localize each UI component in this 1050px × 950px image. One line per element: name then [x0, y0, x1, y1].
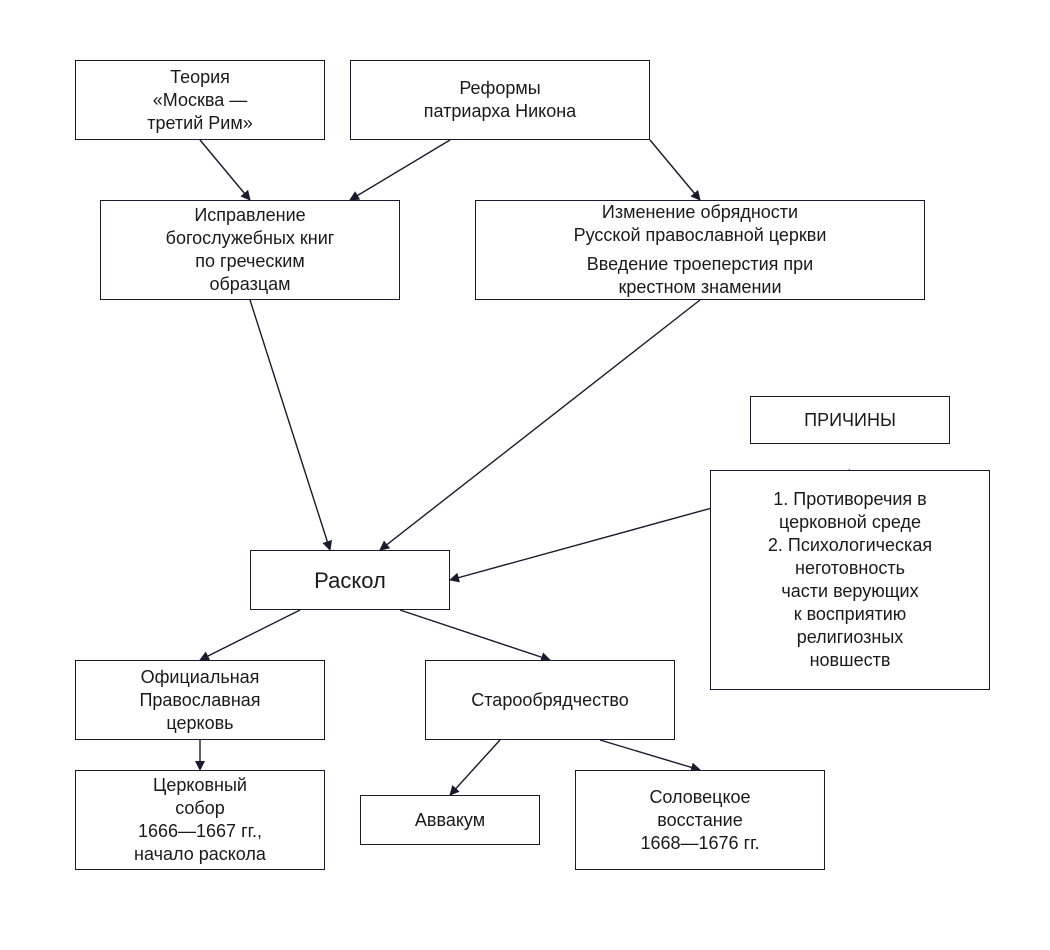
node-text-line: начало раскола — [134, 844, 266, 864]
node-text-line: «Москва — — [152, 89, 248, 110]
node-text-line: богослужебных книг — [165, 228, 335, 248]
node-text-line: Раскол — [314, 567, 386, 593]
node-text-line: 1. Противоречия в — [773, 489, 927, 509]
arrow-schism-to-official — [199, 609, 301, 661]
node-text-line: Православная — [139, 689, 261, 710]
node-text-line: Исправление — [194, 205, 306, 225]
nikon-reforms-box: Реформы патриарха Никона — [350, 60, 650, 140]
arrow-rites-to-schism — [379, 299, 701, 551]
avvakum-box: Аввакум — [360, 795, 540, 845]
node-text-line: крестном знамении — [618, 277, 782, 297]
arrow-oldbelief-to-avvakum — [449, 739, 501, 796]
node-text-line: Изменение обрядности — [601, 202, 799, 222]
old-belief-box: Старообрядчество — [425, 660, 675, 740]
node-text-line: неготовность — [795, 558, 905, 578]
arrow-theory-to-books — [199, 139, 251, 201]
arrow-reforms-to-books — [349, 139, 451, 201]
node-text-line: Аввакум — [414, 809, 486, 830]
node-text-line: собор — [175, 798, 225, 818]
node-text-line: к восприятию — [793, 604, 907, 624]
node-text-line: Официальная — [140, 666, 260, 687]
arrow-oldbelief-to-solovki — [599, 739, 701, 773]
node-text-line: 1666—1667 гг., — [137, 821, 263, 841]
node-text-line: Введение троеперстия при — [586, 254, 814, 274]
node-text-line: по греческим — [195, 251, 305, 271]
node-text-line: Церковный — [153, 775, 247, 795]
node-text-line: Старообрядчество — [471, 689, 629, 710]
node-text-line: восстание — [657, 809, 743, 830]
church-council-box: Церковный собор 1666—1667 гг., начало раско… — [75, 770, 325, 870]
node-text-line: Реформы — [459, 78, 541, 98]
node-text-line: патриарха Никона — [423, 101, 577, 121]
node-text-line: третий Рим» — [147, 112, 253, 133]
node-text-line: Соловецкое — [649, 786, 751, 807]
book-correction-box: Исправление богослужебных книг по гречески… — [100, 200, 400, 300]
node-text-line: 2. Психологическая — [767, 535, 933, 555]
arrow-reforms-to-rites — [649, 139, 701, 201]
causes-list-box: 1. Противоречия в церковной среде 2. Психо… — [710, 470, 990, 690]
node-text-line: Русской православной церкви — [573, 225, 827, 245]
node-text-line: церковь — [166, 712, 234, 733]
arrow-books-to-schism — [249, 299, 333, 551]
node-text-line: 1668—1676 гг. — [640, 832, 760, 853]
node-text-line: ПРИЧИНЫ — [804, 409, 896, 430]
arrow-schism-to-oldbelief — [399, 609, 551, 662]
node-text-line: образцам — [209, 274, 291, 294]
node-text-line: религиозных — [796, 627, 904, 647]
node-text-line: церковной среде — [779, 512, 921, 532]
theory-box: Теория«Москва —третий Рим» — [75, 60, 325, 140]
node-text-line: Теория — [170, 66, 230, 87]
schism-box: Раскол — [250, 550, 450, 610]
causes-title-box: ПРИЧИНЫ — [750, 396, 950, 444]
node-text-line: новшеств — [809, 650, 891, 670]
node-text-line: части верующих — [781, 581, 919, 601]
